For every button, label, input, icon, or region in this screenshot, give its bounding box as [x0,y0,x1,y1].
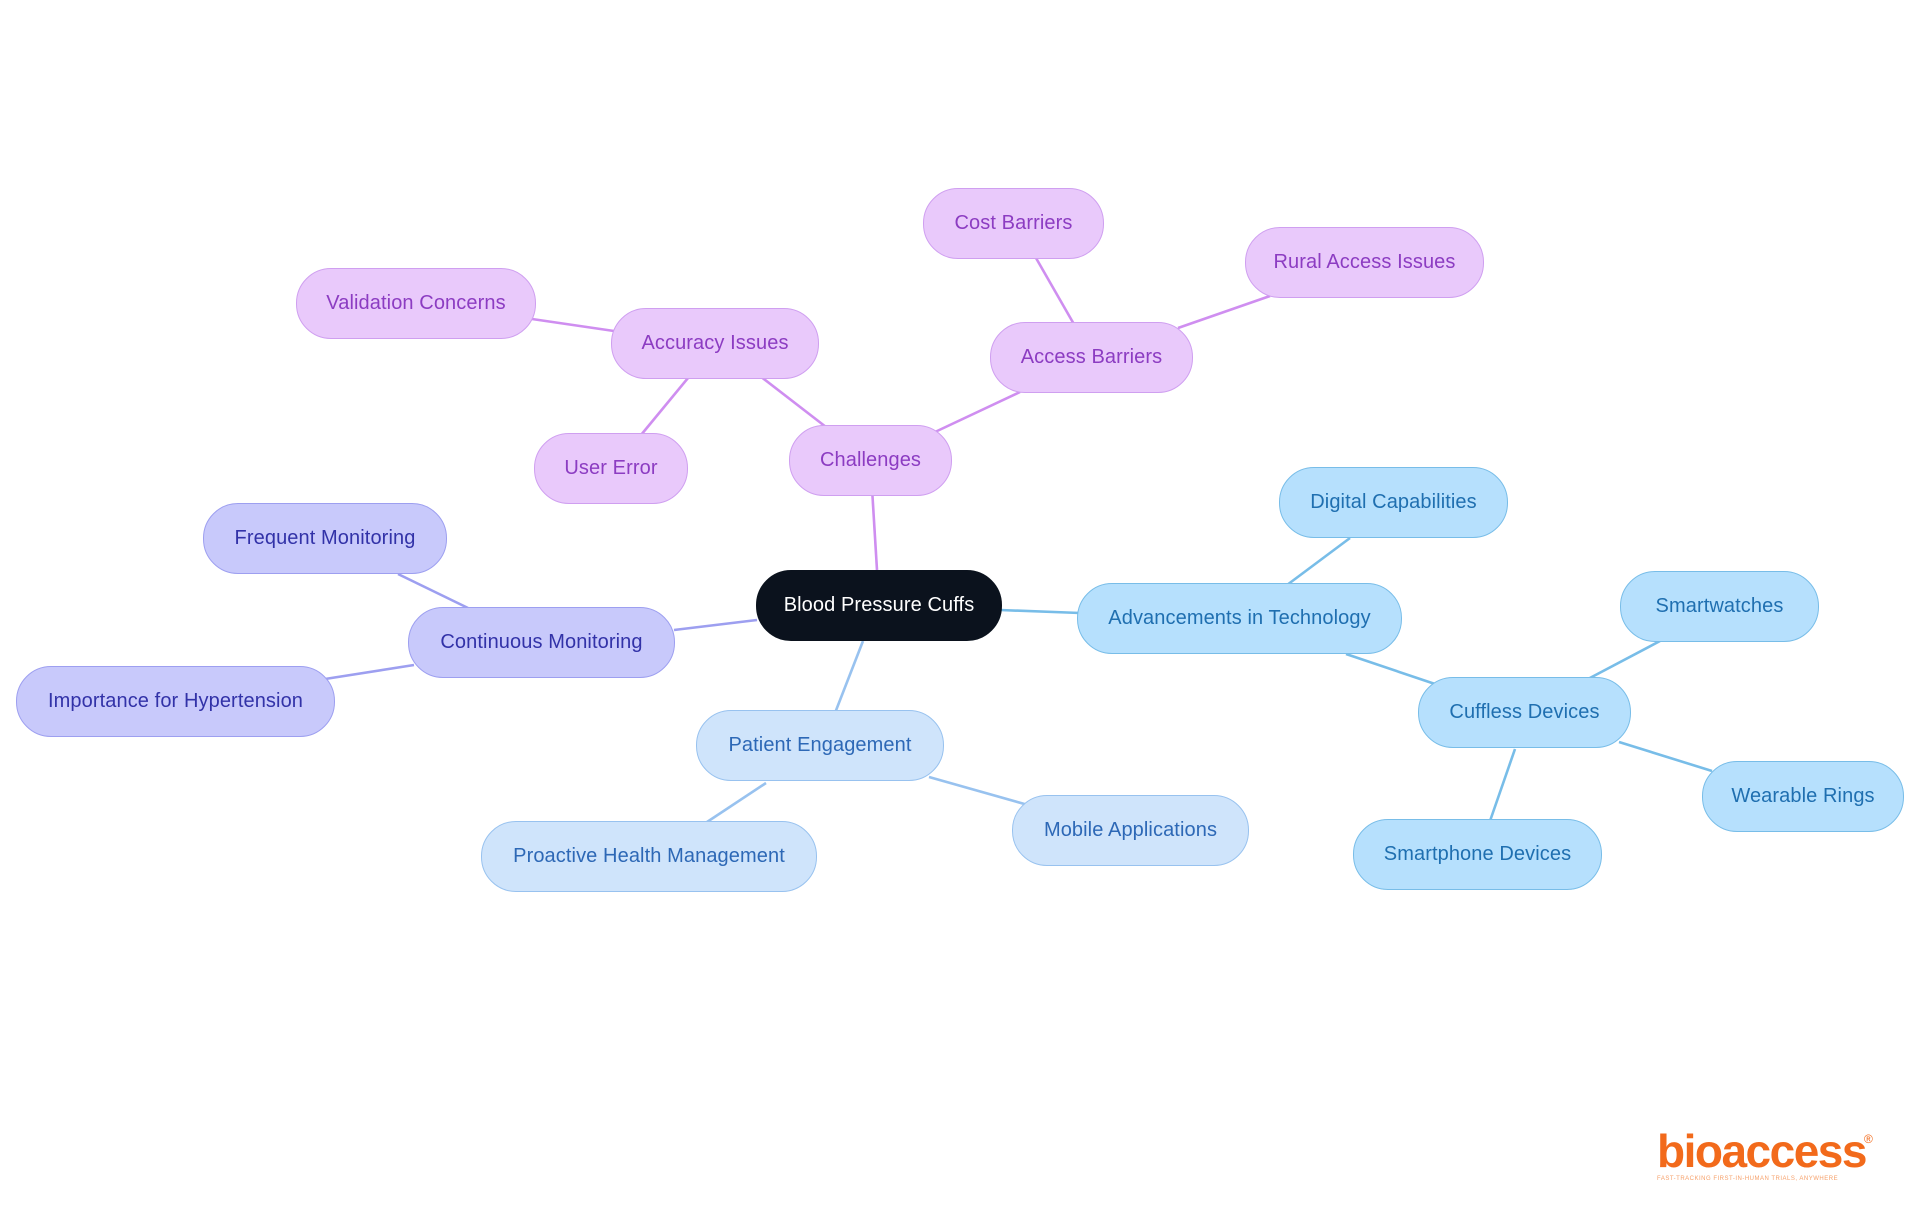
edge-engagement-mobile [928,775,1029,807]
node-wearable-rings[interactable]: Wearable Rings [1702,761,1904,832]
bioaccess-logo: bioaccess ® FAST-TRACKING FIRST-IN-HUMAN… [1657,1125,1873,1188]
edge-technology-cuffless [1345,652,1436,686]
root-node[interactable]: Blood Pressure Cuffs [756,570,1002,641]
node-proactive-health-management[interactable]: Proactive Health Management [481,821,817,892]
node-challenges[interactable]: Challenges [789,425,952,496]
edge-monitoring-hypertension [324,663,415,681]
edge-accuracy-usererror [639,377,690,436]
edge-cuffless-smartphone [1488,748,1517,822]
node-cuffless-devices[interactable]: Cuffless Devices [1418,677,1631,748]
logo-tagline: FAST-TRACKING FIRST-IN-HUMAN TRIALS, ANY… [1657,1176,1839,1182]
edge-engagement-proactive [703,781,767,826]
logo-registered-mark: ® [1864,1132,1873,1146]
edge-root-monitoring [673,618,758,632]
logo-wordmark: bioaccess [1657,1125,1867,1177]
edge-root-technology [999,608,1081,615]
edge-root-engagement [833,640,865,714]
node-patient-engagement[interactable]: Patient Engagement [696,710,944,781]
node-frequent-monitoring[interactable]: Frequent Monitoring [203,503,447,574]
edge-challenges-access [934,390,1021,434]
node-advancements-in-technology[interactable]: Advancements in Technology [1077,583,1402,654]
edge-cuffless-rings [1618,740,1713,773]
node-validation-concerns[interactable]: Validation Concerns [296,268,536,339]
node-user-error[interactable]: User Error [534,433,688,504]
node-accuracy-issues[interactable]: Accuracy Issues [611,308,819,379]
node-continuous-monitoring[interactable]: Continuous Monitoring [408,607,675,678]
node-smartphone-devices[interactable]: Smartphone Devices [1353,819,1602,890]
edge-technology-digital [1286,536,1351,587]
node-access-barriers[interactable]: Access Barriers [990,322,1193,393]
edge-access-cost [1034,257,1077,327]
edge-access-rural [1177,294,1271,330]
edge-accuracy-validation [531,317,615,333]
node-smartwatches[interactable]: Smartwatches [1620,571,1819,642]
node-mobile-applications[interactable]: Mobile Applications [1012,795,1249,866]
edge-challenges-accuracy [759,374,827,429]
node-rural-access-issues[interactable]: Rural Access Issues [1245,227,1484,298]
edge-cuffless-smartwatches [1587,639,1661,681]
edge-root-challenges [870,487,879,571]
node-importance-for-hypertension[interactable]: Importance for Hypertension [16,666,335,737]
node-digital-capabilities[interactable]: Digital Capabilities [1279,467,1508,538]
edge-monitoring-frequent [397,572,469,610]
node-cost-barriers[interactable]: Cost Barriers [923,188,1104,259]
